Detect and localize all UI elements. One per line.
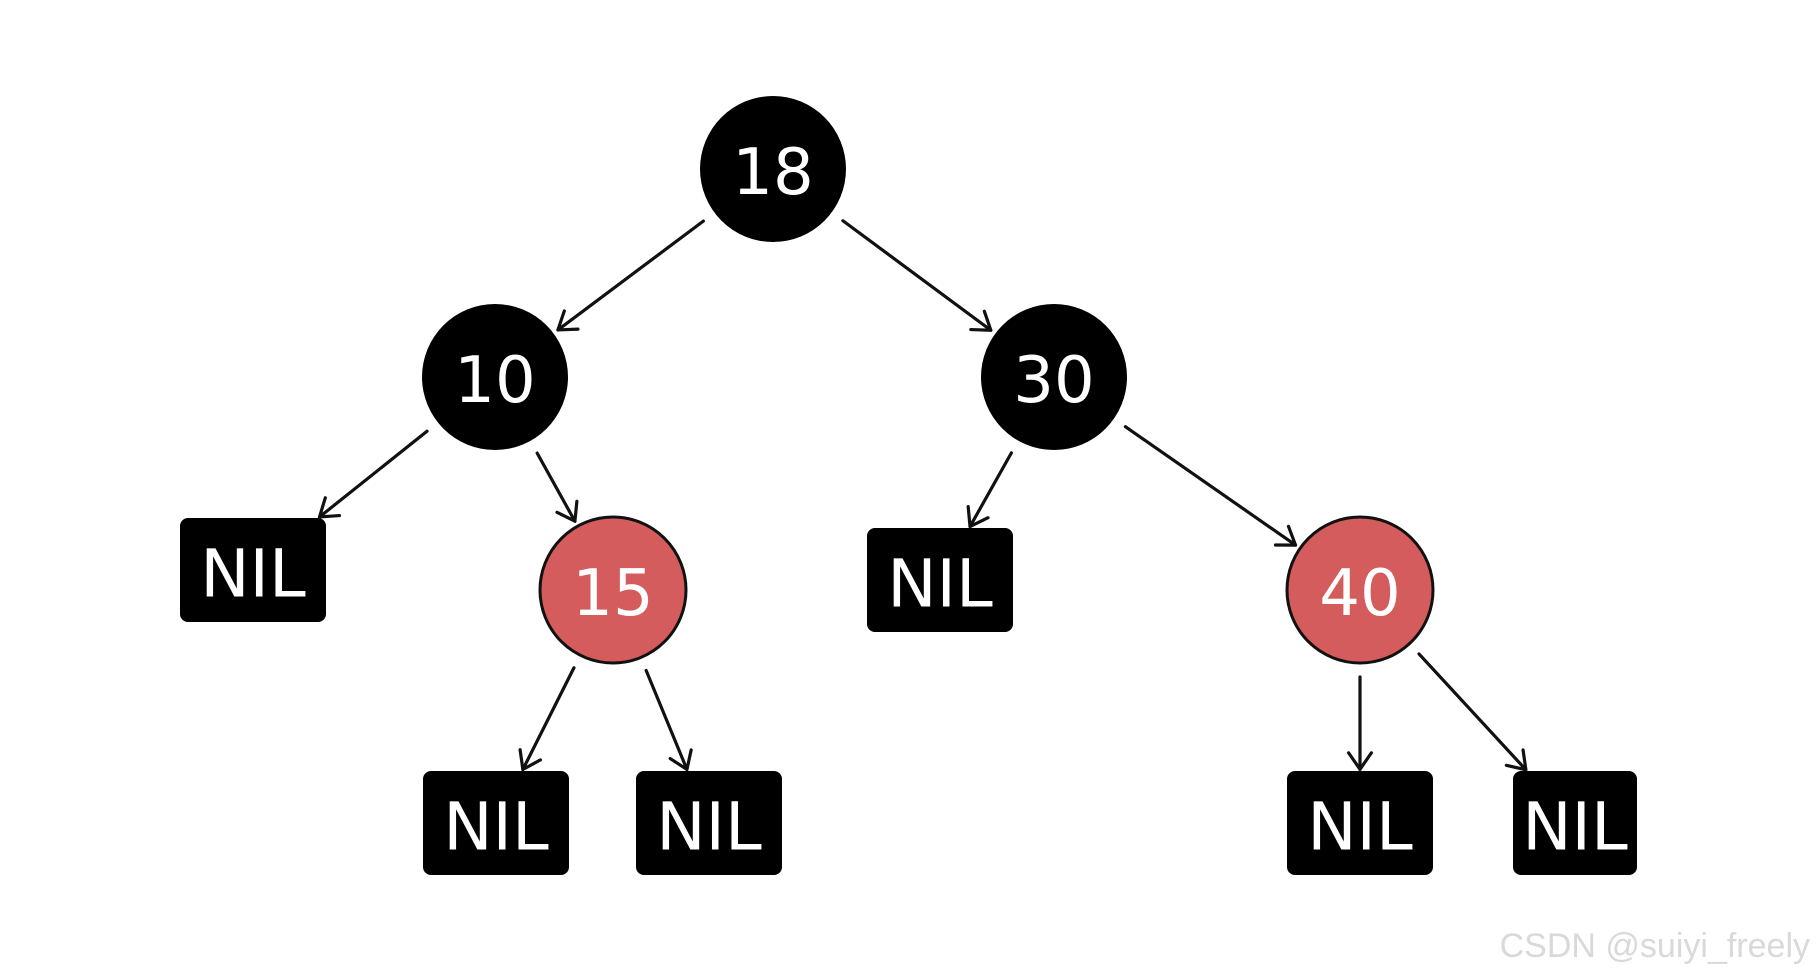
nil-box xyxy=(636,771,782,875)
edge-arrow xyxy=(644,668,693,772)
edge-line xyxy=(968,451,1014,529)
edge-arrow xyxy=(535,451,579,523)
nil-label: NIL xyxy=(1522,789,1628,866)
node-value-label: 10 xyxy=(454,344,535,418)
nil-label: NIL xyxy=(1307,789,1413,866)
black-tree-node: 30 xyxy=(981,304,1127,450)
nil-leaf-node: NIL xyxy=(867,528,1013,632)
watermark: CSDN @suiyi_freely xyxy=(1499,927,1810,965)
node-circle xyxy=(700,96,846,242)
arrowhead-icon xyxy=(1273,524,1298,547)
node-value-label: 15 xyxy=(572,557,653,631)
edge-arrow xyxy=(317,429,429,519)
nil-leaf-node: NIL xyxy=(636,771,782,875)
edge-line xyxy=(1123,425,1298,547)
nil-box xyxy=(423,771,569,875)
nil-leaf-node: NIL xyxy=(180,518,326,622)
edge-line xyxy=(521,666,576,772)
black-tree-node: 10 xyxy=(422,304,568,450)
nil-box xyxy=(1513,771,1637,875)
arrowhead-icon xyxy=(969,309,993,332)
arrowhead-icon xyxy=(1347,751,1373,771)
edge-arrow xyxy=(1417,652,1528,772)
edge-line xyxy=(317,429,429,519)
edge-arrow xyxy=(518,666,576,772)
nil-leaf-node: NIL xyxy=(423,771,569,875)
edge-line xyxy=(841,219,993,332)
arrowhead-icon xyxy=(966,505,990,529)
red-tree-node: 40 xyxy=(1285,515,1435,665)
edge-arrow xyxy=(841,219,993,332)
nil-leaf-node: NIL xyxy=(1513,771,1637,875)
node-value-label: 40 xyxy=(1319,557,1400,631)
node-circle xyxy=(422,304,568,450)
arrowhead-icon xyxy=(668,748,693,772)
arrowhead-icon xyxy=(556,309,580,332)
arrowhead-icon xyxy=(1504,748,1528,772)
edge-line xyxy=(1417,652,1528,772)
node-value-label: 30 xyxy=(1013,344,1094,418)
red-tree-node: 15 xyxy=(538,515,688,665)
nil-box xyxy=(180,518,326,622)
edges-layer xyxy=(317,219,1528,772)
arrowhead-icon xyxy=(317,496,342,519)
edge-arrow xyxy=(1123,425,1298,547)
edge-arrow xyxy=(556,219,705,332)
arrowhead-icon xyxy=(555,499,579,523)
nil-box xyxy=(867,528,1013,632)
edge-line xyxy=(556,219,705,332)
node-circle xyxy=(981,304,1127,450)
nil-label: NIL xyxy=(656,789,762,866)
edge-line xyxy=(644,668,689,772)
nil-label: NIL xyxy=(200,536,306,613)
node-circle xyxy=(1285,515,1435,665)
node-value-label: 18 xyxy=(732,136,813,210)
nil-label: NIL xyxy=(443,789,549,866)
nil-label: NIL xyxy=(887,546,993,623)
arrowhead-icon xyxy=(518,748,543,772)
edge-line xyxy=(535,451,577,523)
edge-arrow xyxy=(966,451,1014,529)
edge-arrow xyxy=(1347,675,1373,771)
node-circle xyxy=(538,515,688,665)
nil-leaf-node: NIL xyxy=(1287,771,1433,875)
black-tree-node: 18 xyxy=(700,96,846,242)
nil-box xyxy=(1287,771,1433,875)
